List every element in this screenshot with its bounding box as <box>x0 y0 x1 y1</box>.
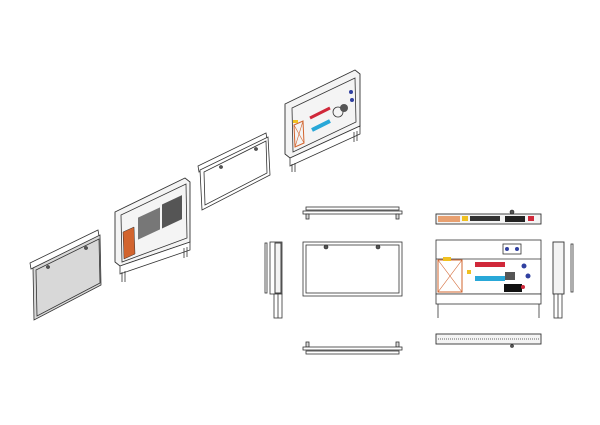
lock-icon <box>254 147 258 151</box>
lock-icon <box>375 244 381 250</box>
iso-cabinet-2 <box>284 69 361 172</box>
cover-bottom-view <box>302 346 403 351</box>
iso-cover-1 <box>29 229 102 321</box>
ortho-cover-views <box>264 206 403 355</box>
lock-icon <box>84 246 88 250</box>
hot-manifold <box>475 262 505 267</box>
cover-side-view <box>264 241 283 319</box>
fitting <box>293 120 298 123</box>
cabinet-side-view <box>552 241 574 319</box>
lock-icon <box>219 165 223 169</box>
cover-front-view <box>302 241 403 297</box>
manifold-components <box>138 195 182 240</box>
ortho-cabinet-views <box>435 209 574 348</box>
cold-manifold <box>475 276 505 281</box>
iso-cabinet-1 <box>114 177 191 282</box>
cover-top-view <box>305 206 400 211</box>
iso-cover-2 <box>197 132 271 211</box>
cabinet-top-view <box>435 209 542 225</box>
hot-manifold <box>309 106 331 120</box>
lock-icon <box>46 265 50 269</box>
lock-icon <box>323 244 329 250</box>
cabinet-bottom-view <box>435 333 542 348</box>
cold-manifold <box>311 119 331 132</box>
cabinet-front-view <box>435 239 542 318</box>
